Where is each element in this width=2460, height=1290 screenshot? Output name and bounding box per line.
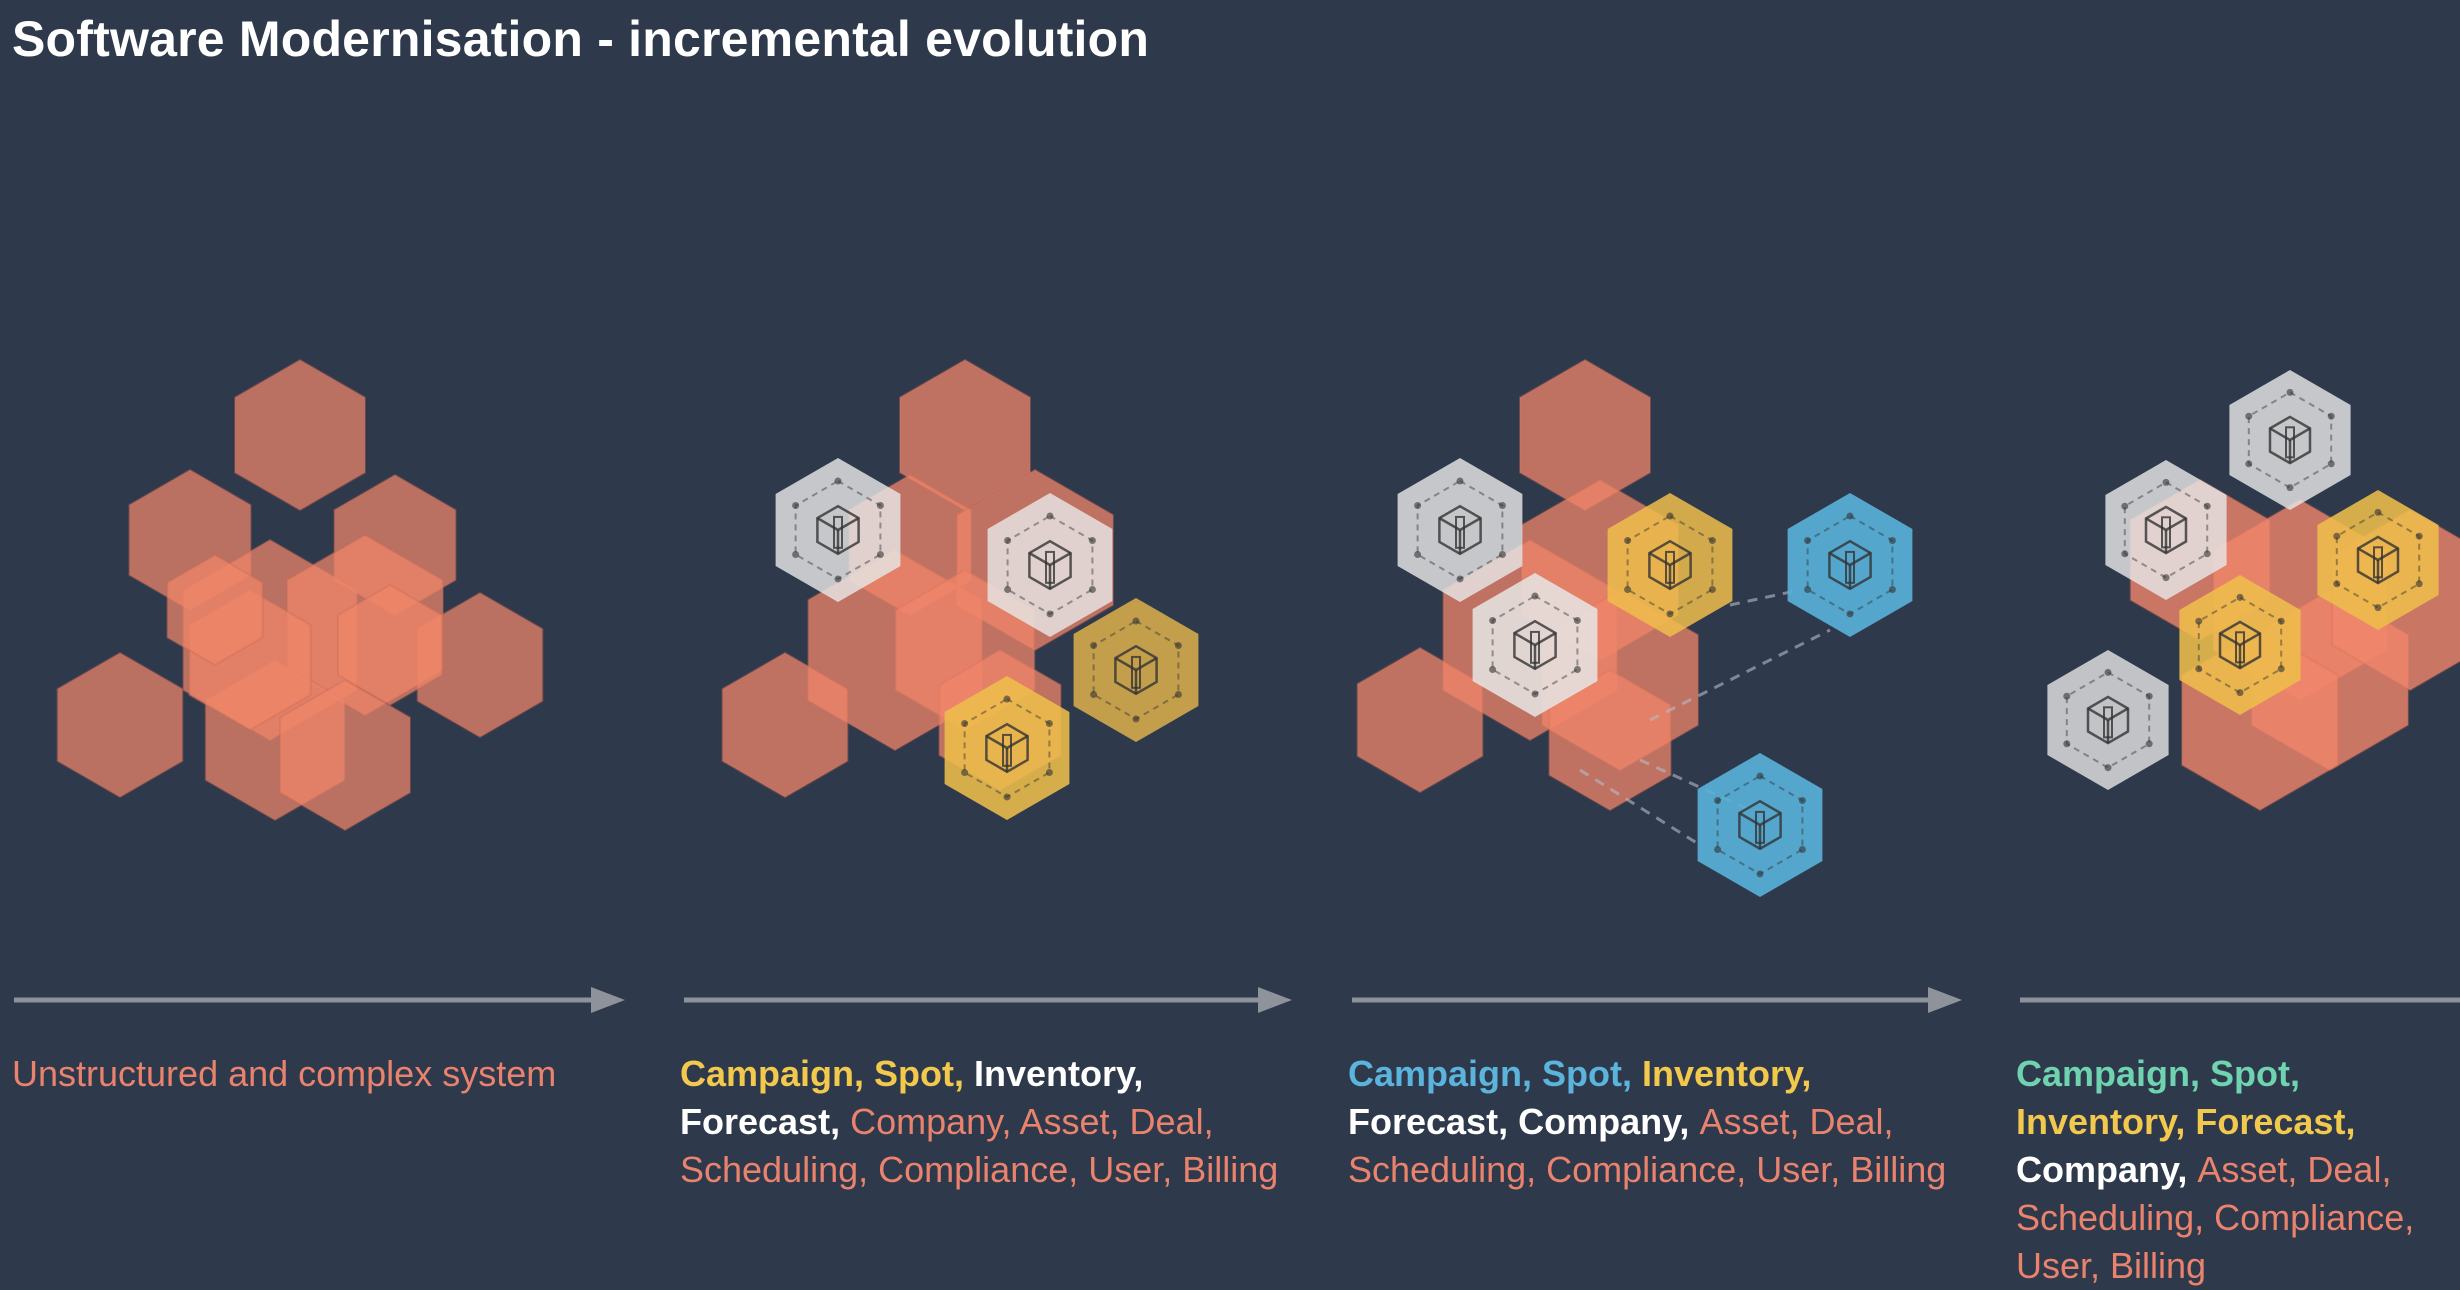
caption-segment: Inventory, bbox=[974, 1053, 1144, 1094]
caption-segment: Company, bbox=[2016, 1149, 2198, 1190]
service-hexagon-yellow bbox=[2179, 575, 2301, 715]
caption-segment: Campaign, bbox=[2016, 1053, 2211, 1094]
service-hexagon-white bbox=[987, 493, 1113, 637]
cube-icon bbox=[1438, 504, 1482, 556]
slide-title: Software Modernisation - incremental evo… bbox=[12, 11, 1150, 67]
monolith-hexagon bbox=[279, 678, 411, 832]
cube-icon bbox=[2144, 505, 2188, 555]
cube-icon bbox=[2218, 620, 2262, 670]
caption-segment: Company, bbox=[1518, 1101, 1700, 1142]
stage-1-caption: Unstructured and complex system bbox=[12, 1050, 612, 1098]
service-hexagon-blue bbox=[1787, 493, 1913, 637]
cube-icon bbox=[2356, 535, 2400, 585]
timeline-arrow bbox=[14, 987, 625, 1013]
caption-segment: Unstructured and complex system bbox=[12, 1053, 557, 1094]
service-hexagon-white bbox=[2047, 650, 2169, 790]
cube-icon bbox=[1028, 539, 1072, 591]
caption-segment: Company, Asset, Deal, Scheduling, Compli… bbox=[680, 1101, 1279, 1190]
monolith-hexagon bbox=[234, 358, 366, 512]
caption-segment: Campaign, bbox=[680, 1053, 875, 1094]
service-connector bbox=[1639, 758, 1751, 812]
service-hexagon-blue bbox=[1697, 753, 1823, 897]
service-hexagon-white bbox=[1397, 458, 1523, 602]
cube-icon bbox=[1114, 644, 1158, 696]
cube-icon bbox=[816, 504, 860, 556]
caption-segment: Spot, bbox=[2210, 1053, 2301, 1094]
caption-segment: Spot, bbox=[874, 1053, 975, 1094]
caption-segment: Campaign, bbox=[1348, 1053, 1543, 1094]
stage-3-caption: Campaign, Spot, Inventory, Forecast, Com… bbox=[1348, 1050, 1948, 1194]
stage-2-caption: Campaign, Spot, Inventory, Forecast, Com… bbox=[680, 1050, 1280, 1194]
service-connector bbox=[1649, 628, 1831, 722]
service-hexagon-yellow bbox=[944, 676, 1070, 820]
caption-segment: Asset, Deal, Scheduling, Compliance, Use… bbox=[1348, 1101, 1947, 1190]
service-hexagon-white bbox=[2229, 370, 2351, 510]
monolith-hexagon bbox=[721, 651, 849, 799]
service-hexagon-yellow bbox=[1607, 493, 1733, 637]
cube-icon bbox=[2268, 415, 2312, 465]
cube-icon bbox=[2086, 695, 2130, 745]
caption-segment: Inventory, bbox=[2016, 1101, 2196, 1142]
stage-1-monolith bbox=[56, 358, 544, 832]
caption-segment: Forecast, bbox=[1348, 1101, 1519, 1142]
caption-segment: Inventory, bbox=[1642, 1053, 1812, 1094]
cube-icon bbox=[1738, 799, 1782, 851]
service-hexagon-white bbox=[1472, 573, 1598, 717]
service-hexagon-yellow bbox=[2317, 490, 2439, 630]
cube-icon bbox=[1828, 539, 1872, 591]
timeline-arrow bbox=[2020, 997, 2460, 1003]
service-hexagon-yellow bbox=[1073, 598, 1199, 742]
monolith-hexagon bbox=[166, 553, 264, 667]
caption-segment: Forecast, bbox=[2195, 1101, 2356, 1142]
service-connector bbox=[1579, 768, 1701, 847]
monolith-hexagon bbox=[1519, 358, 1651, 512]
monolith-hexagon bbox=[337, 583, 443, 707]
stage-4-caption: Campaign, Spot, Inventory, Forecast, Com… bbox=[2016, 1050, 2460, 1290]
cube-icon bbox=[1513, 619, 1557, 671]
service-hexagon-white bbox=[2105, 460, 2227, 600]
cube-icon bbox=[985, 722, 1029, 774]
caption-segment: Forecast, bbox=[680, 1101, 851, 1142]
cube-icon bbox=[1648, 539, 1692, 591]
timeline-arrow bbox=[684, 987, 1292, 1013]
caption-segment: Spot, bbox=[1542, 1053, 1643, 1094]
timeline-arrow bbox=[1352, 987, 1962, 1013]
monolith-hexagon bbox=[56, 651, 184, 799]
service-hexagon-white bbox=[775, 458, 901, 602]
